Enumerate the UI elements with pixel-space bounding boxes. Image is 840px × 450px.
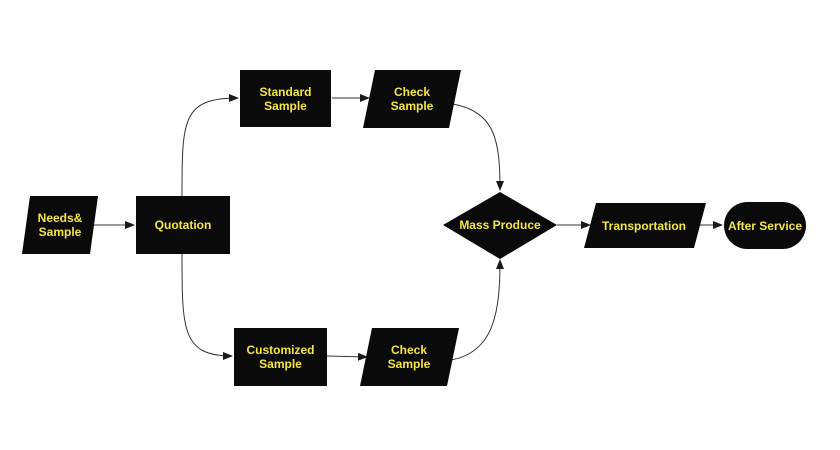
connectors <box>92 94 723 361</box>
edge-quotation-to-customized-sample <box>181 253 233 360</box>
check-sample-bottom-node[interactable] <box>360 328 459 386</box>
quotation-node[interactable] <box>136 196 230 254</box>
nodes <box>22 70 806 386</box>
edge-check-top-to-mass-produce <box>452 103 504 191</box>
after-service-node[interactable] <box>724 202 806 249</box>
needs-sample-node[interactable] <box>22 196 98 254</box>
customized-sample-node[interactable] <box>234 328 327 386</box>
edge-quotation-to-standard-sample <box>181 94 239 197</box>
transportation-node[interactable] <box>584 203 706 248</box>
check-sample-top-node[interactable] <box>363 70 461 128</box>
edge-check-bottom-to-mass-produce <box>450 259 504 361</box>
standard-sample-node[interactable] <box>240 70 331 127</box>
mass-produce-node[interactable] <box>443 192 557 259</box>
edge-customized-to-check-bottom <box>326 352 368 361</box>
